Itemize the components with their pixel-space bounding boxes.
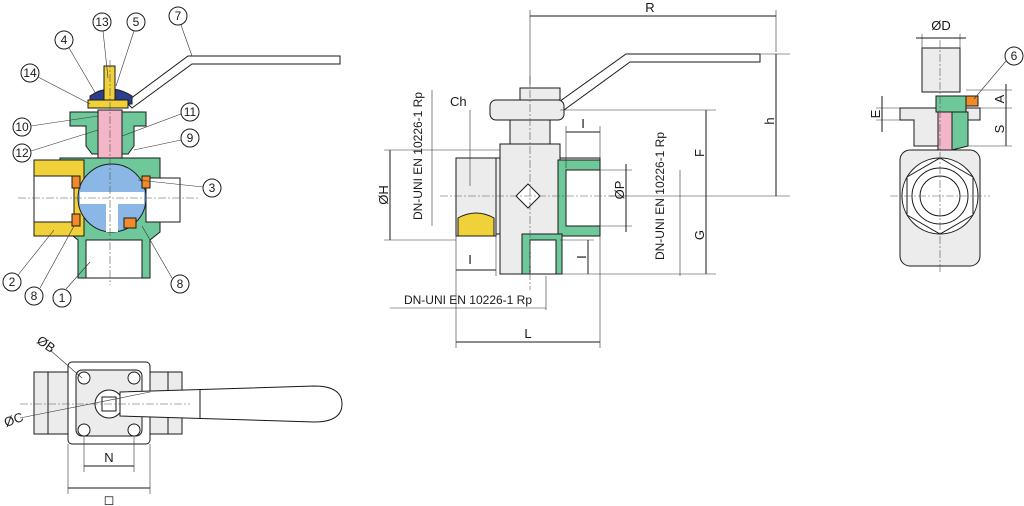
seat-left-b bbox=[71, 213, 81, 227]
gland bbox=[87, 99, 129, 109]
dim-I-bottom: I bbox=[574, 255, 589, 259]
dim-E: E bbox=[868, 109, 883, 118]
seat-bottom bbox=[123, 217, 137, 229]
part-6: 6 bbox=[1011, 49, 1018, 63]
front-view: ØD 6 A S E bbox=[868, 18, 1024, 272]
dim-OB: ØB bbox=[34, 333, 58, 356]
dim-OH: ØH bbox=[376, 185, 391, 205]
part-13: 13 bbox=[95, 15, 109, 29]
sectional-view bbox=[18, 55, 341, 285]
handle-lever bbox=[125, 55, 341, 109]
part-8-left: 8 bbox=[31, 289, 38, 303]
part-5: 5 bbox=[133, 15, 140, 29]
dim-OP: ØP bbox=[612, 181, 627, 200]
part-2: 2 bbox=[9, 275, 16, 289]
thread-standard-bottom: DN-UNI EN 10226-1 Rp bbox=[404, 293, 532, 307]
dim-N: N bbox=[104, 450, 113, 465]
dim-I-top: I bbox=[581, 116, 585, 131]
seat-left bbox=[71, 175, 81, 189]
thread-standard-left: DN-UNI EN 10226-1 Rp bbox=[411, 92, 425, 220]
dim-A: A bbox=[992, 94, 1007, 103]
part-1: 1 bbox=[59, 291, 66, 305]
part-11: 11 bbox=[184, 105, 197, 119]
dim-G: G bbox=[692, 230, 707, 240]
dim-F: F bbox=[692, 149, 707, 157]
handle-side bbox=[555, 53, 761, 111]
part-9: 9 bbox=[187, 131, 194, 145]
part-14: 14 bbox=[23, 66, 37, 80]
dim-Ch: Ch bbox=[450, 94, 467, 109]
dim-h: h bbox=[762, 117, 777, 124]
part-4: 4 bbox=[61, 33, 68, 47]
part-7: 7 bbox=[175, 9, 182, 23]
top-view: ØB ØC N ◻ bbox=[2, 333, 343, 506]
dim-OC: ØC bbox=[2, 409, 25, 430]
part-3: 3 bbox=[209, 181, 216, 195]
part-8-right: 8 bbox=[177, 277, 184, 291]
dim-S: S bbox=[992, 124, 1007, 133]
part-12: 12 bbox=[15, 146, 29, 160]
part-callouts: 13 5 7 4 14 10 12 11 9 3 bbox=[2, 6, 222, 308]
dim-I-left: I bbox=[468, 252, 472, 267]
dim-square: ◻ bbox=[104, 492, 115, 506]
dim-OD: ØD bbox=[931, 18, 951, 33]
seat-right bbox=[141, 175, 151, 189]
dim-R: R bbox=[645, 0, 654, 15]
part-10: 10 bbox=[15, 120, 29, 134]
dim-L: L bbox=[524, 326, 531, 341]
thread-standard-right: DN-UNI EN 10226-1 Rp bbox=[653, 132, 667, 260]
side-view: R h F G DN-UNI EN 10226-1 Rp ØP I I bbox=[376, 0, 790, 348]
handle-top bbox=[119, 385, 343, 423]
